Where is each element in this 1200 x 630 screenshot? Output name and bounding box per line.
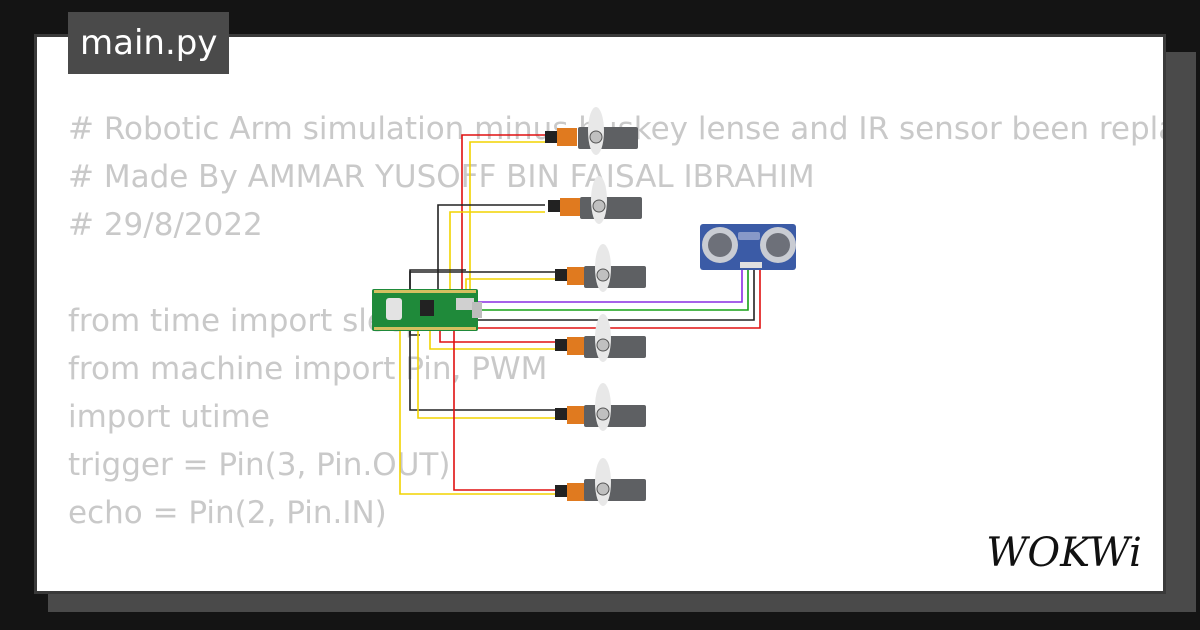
svg-text:WOKWi: WOKWi (986, 530, 1142, 576)
servo-motor[interactable] (555, 244, 646, 292)
ultrasonic-sensor[interactable] (700, 224, 796, 270)
code-line: echo = Pin(2, Pin.IN) (68, 495, 387, 531)
code-line: import utime (68, 399, 270, 435)
servo-motors (545, 107, 646, 506)
wokwi-logo: WOKWi (986, 530, 1142, 576)
servo-motor[interactable] (548, 176, 642, 224)
code-line: from machine import Pin, PWM (68, 351, 548, 387)
code-line: # 29/8/2022 (68, 207, 263, 243)
code-line: # Made By AMMAR YUSOFF BIN FAISAL IBRAHI… (68, 159, 815, 195)
servo-motor[interactable] (555, 383, 646, 431)
code-line: trigger = Pin(3, Pin.OUT) (68, 447, 451, 483)
servo-motor[interactable] (555, 314, 646, 362)
pico-board[interactable] (372, 289, 482, 331)
servo-motor[interactable] (555, 458, 646, 506)
file-tab[interactable]: main.py (68, 12, 230, 74)
pico-pin-headers (374, 290, 476, 330)
servo-motor[interactable] (545, 107, 638, 155)
